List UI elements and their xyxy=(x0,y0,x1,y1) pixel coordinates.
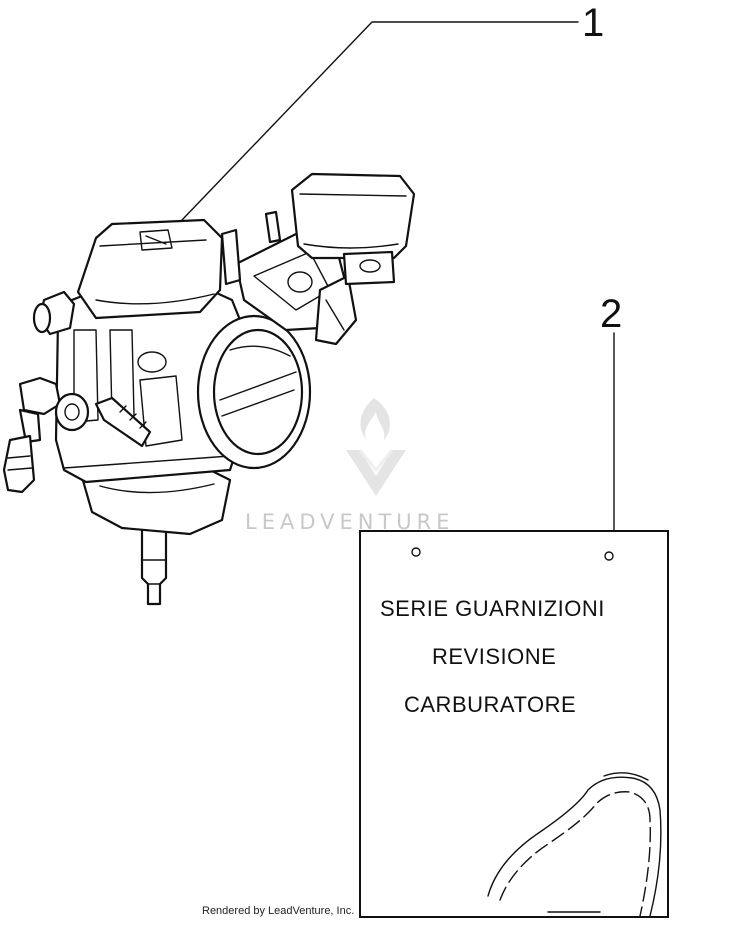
flame-v-logo-icon xyxy=(346,398,406,496)
carburetor-assembly[interactable] xyxy=(2,172,416,606)
bag-label-line-2: REVISIONE xyxy=(432,644,556,669)
callout-number-1: 1 xyxy=(582,1,604,45)
bag-label-line-1: SERIE GUARNIZIONI xyxy=(380,596,605,621)
callout-number-2: 2 xyxy=(600,292,622,336)
bag-hole-left xyxy=(411,547,421,557)
callout-1[interactable]: 1 xyxy=(181,1,604,221)
bag-label-line-3: CARBURATORE xyxy=(404,692,576,717)
callout-2[interactable]: 2 xyxy=(600,292,622,531)
gasket-outline xyxy=(487,772,662,917)
bag-hole-right xyxy=(604,551,614,561)
gasket-kit-bag[interactable]: SERIE GUARNIZIONI REVISIONE CARBURATORE xyxy=(359,530,669,918)
render-credit: Rendered by LeadVenture, Inc. xyxy=(202,905,354,917)
